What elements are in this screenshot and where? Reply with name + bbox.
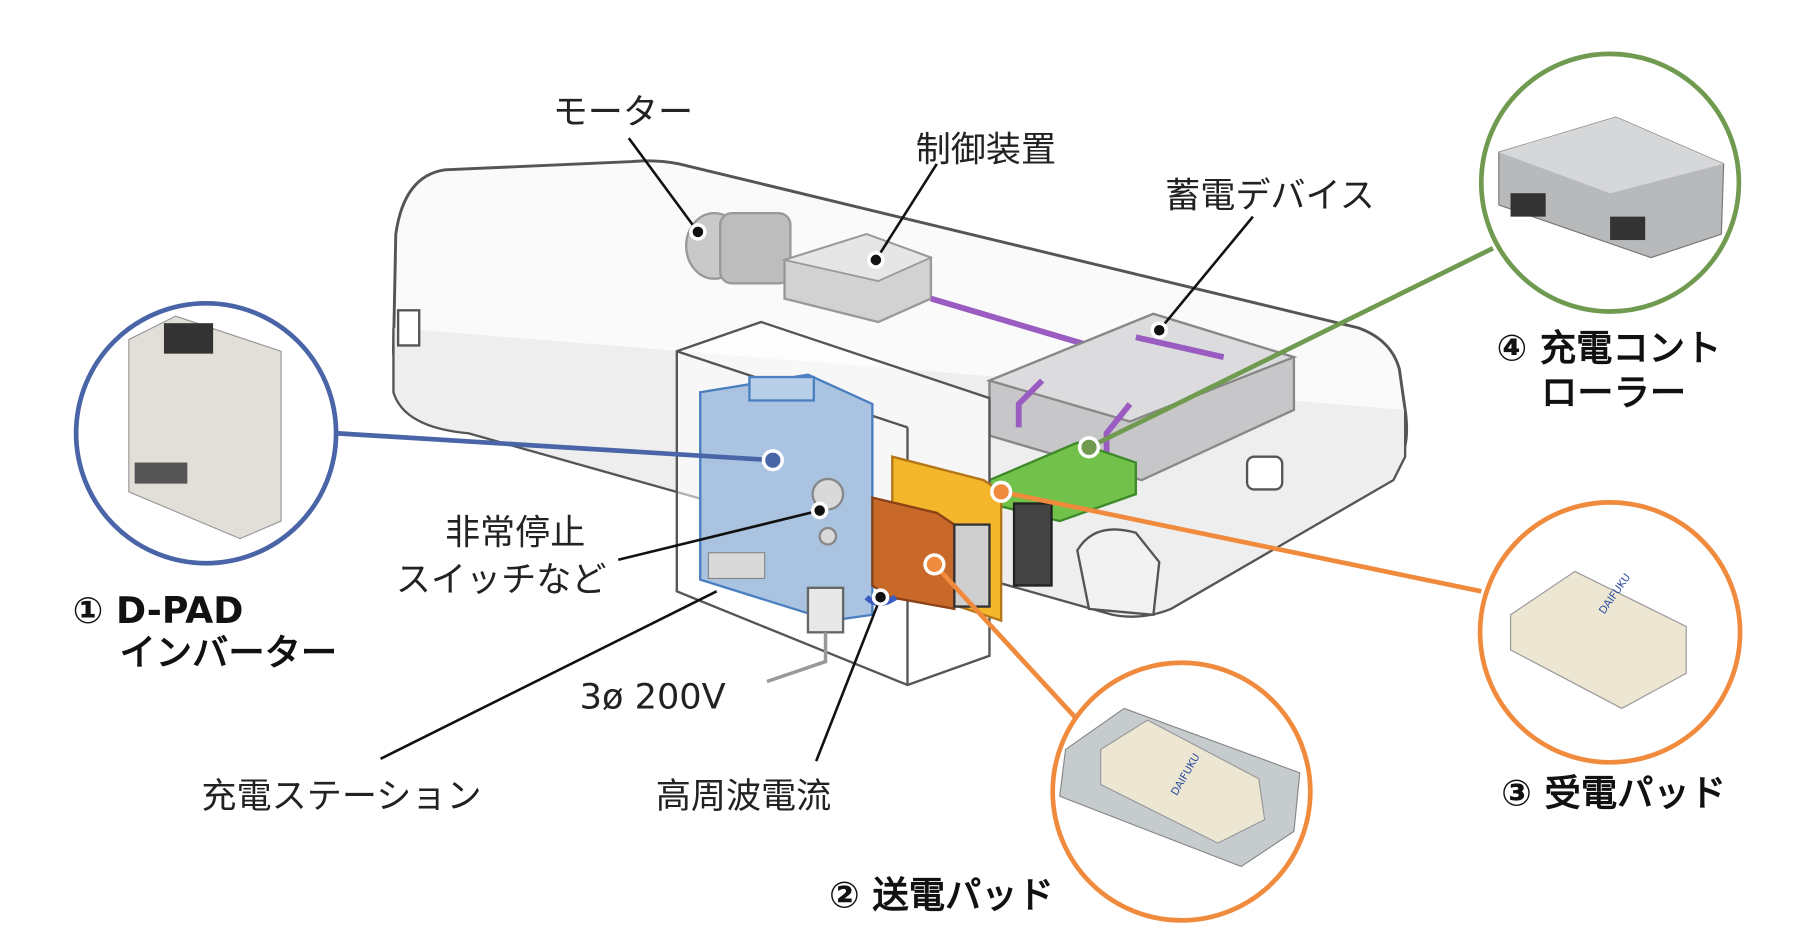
inverter-unit [699, 373, 874, 634]
label-motor: モーター [553, 92, 693, 133]
control-unit-icon [781, 232, 934, 324]
label-transmitter-pad: ② 送電パッド [829, 874, 1054, 917]
label-power: 3ø 200V [580, 676, 726, 717]
number-badge: ② [829, 874, 860, 917]
leader-dot [871, 588, 890, 606]
controller-photo [1498, 116, 1725, 259]
leader-station [379, 590, 718, 760]
label-receiver-pad: ③ 受電パッド [1501, 772, 1726, 815]
callout-dot [923, 553, 946, 576]
callout-line-inverter [335, 430, 773, 463]
leader-hf [814, 596, 882, 762]
leader-emergency [617, 509, 820, 561]
label-text: 送電パッド [872, 874, 1053, 917]
label-text: 受電パッド [1545, 772, 1726, 815]
label-controller: 制御装置 [916, 130, 1056, 171]
label-inverter-1: ① D-PAD [73, 589, 244, 632]
callout-line-receiver-pad [1000, 489, 1482, 594]
power-line-controller-battery [930, 295, 1090, 349]
label-controller-1: ④ 充電コント [1496, 327, 1721, 370]
label-hf-current: 高周波電流 [656, 776, 832, 817]
label-emergency-2: スイッチなど [396, 559, 607, 600]
coil-pads [871, 455, 1053, 623]
inverter-photo [128, 315, 282, 540]
transmitter-pad-photo: DAIFUKU [1059, 707, 1301, 868]
number-badge: ④ [1496, 327, 1527, 370]
label-station: 充電ステーション [201, 776, 481, 817]
leader-dot [810, 501, 829, 520]
leader-dot [867, 251, 885, 269]
label-emergency-1: 非常停止 [445, 513, 585, 554]
power-input-cable [766, 632, 828, 684]
callout-line-controller [1087, 246, 1495, 450]
leader-dot [1150, 321, 1169, 339]
callout-dot [990, 480, 1013, 503]
number-badge: ③ [1501, 772, 1532, 815]
label-text: D-PAD [116, 589, 243, 632]
motor-icon [685, 211, 792, 285]
label-inverter-2: インバーター [119, 631, 337, 674]
leader-controller [874, 163, 938, 261]
label-text: 充電コント [1540, 327, 1721, 370]
callout-dot [1077, 436, 1101, 459]
label-storage: 蓄電デバイス [1165, 175, 1375, 216]
leader-motor [627, 137, 699, 233]
callout-line-transmitter-pad [932, 562, 1085, 728]
label-controller-2: ローラー [1541, 371, 1686, 414]
leader-dot [689, 223, 707, 241]
battery-icon [985, 312, 1298, 482]
number-badge: ① [73, 589, 104, 632]
callout-dot [761, 449, 784, 472]
leader-storage [1158, 215, 1254, 332]
